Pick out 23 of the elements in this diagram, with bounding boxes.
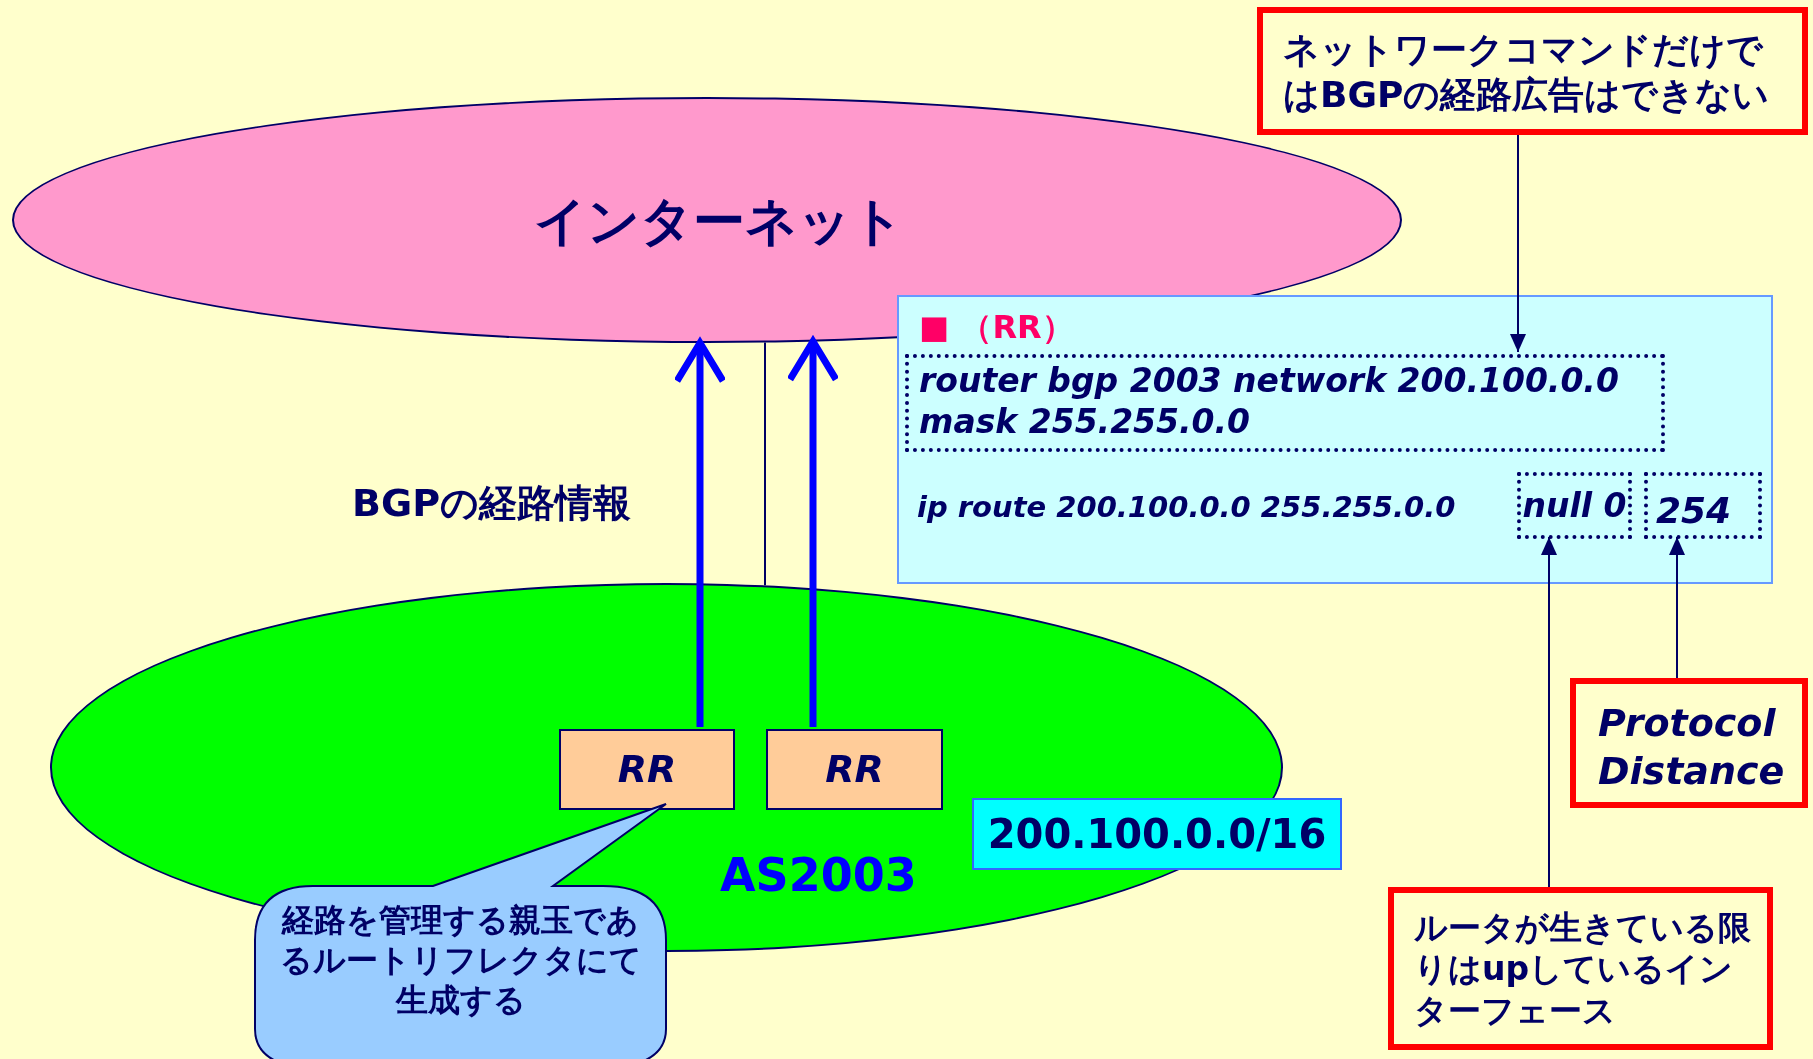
config-panel [897,295,1773,584]
note-box: Protocol Distance [1570,678,1808,808]
note-box: ルータが生きている限りはupしているインターフェース [1388,887,1773,1050]
router-box: RR [766,729,943,810]
ellipse-title: インターネット [534,190,904,253]
note-box: ネットワークコマンドだけではBGPの経路広告はできない [1257,7,1808,135]
connector-line [764,341,766,587]
dotted-box: null 0 [1517,472,1632,539]
annotation-text: BGPの経路情報 [352,480,631,527]
dotted-box: 254 [1644,472,1762,539]
bubble-text: 経路を管理する親玉であるルートリフレクタにて生成する [278,900,643,1020]
network-label: AS2003 [720,847,917,904]
arrow [1541,536,1557,888]
dotted-box: router bgp 2003 network 200.100.0.0 mask 255.255.0.0 [905,354,1665,452]
arrow [786,338,840,727]
arrow [673,339,727,727]
arrow [1669,536,1685,679]
prefix-box: 200.100.0.0/16 [972,798,1342,870]
config-line: ip route 200.100.0.0 255.255.0.0 [917,489,1456,526]
arrow [1510,134,1526,353]
router-box: RR [559,729,735,810]
speech-bubble [253,800,668,1059]
panel-heading: ■ （RR） [919,307,1074,347]
